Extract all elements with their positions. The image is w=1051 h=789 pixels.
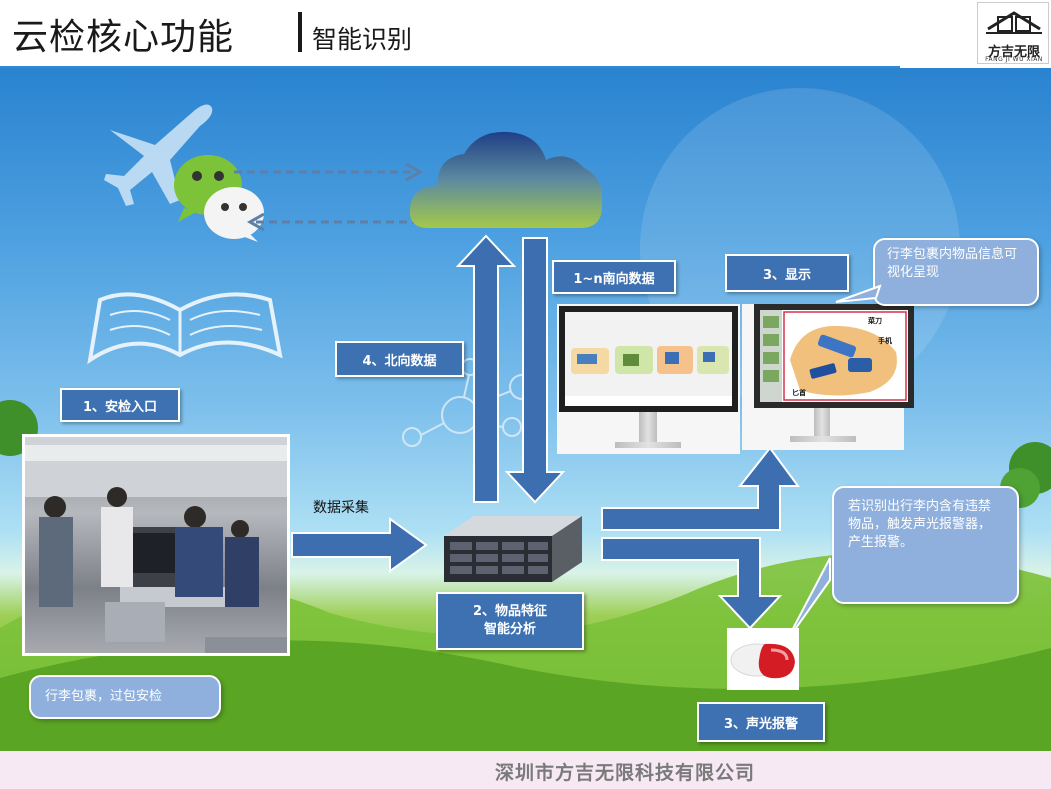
logo-subtext: FANG JI WU XIAN	[985, 56, 1043, 63]
logo-text: 方吉无限	[987, 45, 1040, 60]
monitor-right-screen: 菜刀 手机 匕首	[754, 304, 914, 408]
monitor-left-stand	[639, 412, 657, 444]
dashed-arrows	[234, 162, 424, 232]
security-scene-image	[25, 437, 287, 653]
airplane-icon	[104, 104, 213, 206]
note-baggage: 行李包裹，过包安检	[29, 675, 221, 719]
header: 云检核心功能 智能识别 方吉无限 FANG JI WU XIAN	[0, 0, 1051, 69]
display-arrow	[601, 446, 800, 531]
tag-phone: 手机	[878, 337, 892, 345]
page-title: 云检核心功能	[12, 17, 235, 58]
south-arrow	[504, 237, 566, 504]
monitor-right-base	[790, 436, 856, 442]
label-security-entry: 1、安检入口	[60, 388, 180, 422]
title-divider	[298, 12, 302, 52]
label-north-data: 4、北向数据	[335, 341, 464, 377]
cloud-icon	[409, 131, 603, 228]
note-visualization: 行李包裹内物品信息可视化呈现	[873, 238, 1039, 306]
alarm-arrow	[601, 537, 783, 630]
note-visualization-pointer	[835, 284, 882, 303]
security-entrance-photo	[22, 434, 290, 656]
data-collection-label: 数据采集	[313, 500, 369, 516]
monitor-right: 菜刀 手机 匕首	[742, 304, 914, 450]
monitor-left-screen	[559, 306, 738, 412]
label-smart-analysis: 2、物品特征 智能分析	[436, 592, 584, 650]
siren-icon	[730, 643, 795, 679]
wechat-icon	[174, 155, 264, 242]
label-smart-analysis-line1: 2、物品特征	[472, 604, 548, 619]
note-alarm-trigger: 若识别出行李内含有违禁物品，触发声光报警器，产生报警。	[832, 486, 1019, 604]
label-alarm: 3、声光报警	[697, 702, 825, 742]
footer: 深圳市方吉无限科技有限公司	[0, 751, 1051, 789]
note-alarm-pointer	[785, 557, 831, 643]
page-subtitle: 智能识别	[312, 25, 413, 54]
logo-mark-icon	[986, 11, 1042, 34]
label-display: 3、显示	[725, 254, 849, 292]
company-logo: 方吉无限 FANG JI WU XIAN	[977, 2, 1049, 64]
tag-dagger: 匕首	[792, 389, 806, 397]
book-icon	[87, 292, 283, 365]
monitor-right-stand	[814, 408, 830, 438]
data-collection-arrow	[291, 517, 428, 573]
xray-thumbnails	[565, 312, 732, 406]
server-icon	[444, 516, 582, 582]
label-south-data: 1~n南向数据	[552, 260, 676, 294]
monitor-left-base	[615, 442, 681, 448]
header-underline	[0, 66, 900, 69]
label-smart-analysis-line2: 智能分析	[483, 622, 536, 637]
xray-detail-view	[760, 310, 908, 402]
monitor-left	[557, 304, 740, 454]
company-name: 深圳市方吉无限科技有限公司	[495, 762, 756, 784]
north-arrow	[455, 234, 517, 503]
tag-knife: 菜刀	[868, 317, 882, 325]
